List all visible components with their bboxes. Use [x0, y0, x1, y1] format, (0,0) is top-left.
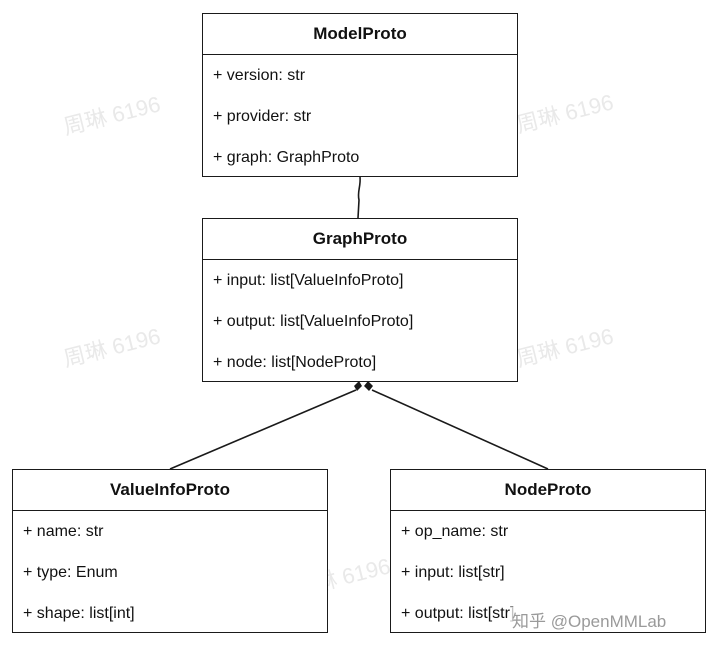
- class-name-nodeproto: NodeProto: [391, 470, 705, 511]
- attribute-input: + input: list[str]: [401, 564, 505, 581]
- attribute-output: + output: list[ValueInfoProto]: [213, 313, 414, 330]
- attribute-list-nodeproto: + op_name: str + input: list[str] + outp…: [391, 511, 705, 638]
- class-name-valueinfoproto: ValueInfoProto: [13, 470, 327, 511]
- class-box-valueinfoproto: ValueInfoProto + name: str + type: Enum …: [12, 469, 328, 633]
- source-credit: 知乎 @OpenMMLab: [510, 607, 669, 632]
- association-line-graph-model: [357, 176, 361, 219]
- attribute-list-valueinfoproto: + name: str + type: Enum + shape: list[i…: [13, 511, 327, 638]
- attribute-list-graphproto: + input: list[ValueInfoProto] + output: …: [203, 260, 517, 387]
- attribute-provider: + provider: str: [213, 108, 312, 125]
- attribute-output: + output: list[str]: [401, 605, 515, 622]
- class-box-nodeproto: NodeProto + op_name: str + input: list[s…: [390, 469, 706, 633]
- attribute-type: + type: Enum: [23, 564, 118, 581]
- class-name-modelproto: ModelProto: [203, 14, 517, 55]
- composition-line-valueinfo-graph: [169, 389, 357, 470]
- attribute-name: + name: str: [23, 523, 104, 540]
- attribute-input: + input: list[ValueInfoProto]: [213, 272, 404, 289]
- class-box-modelproto: ModelProto + version: str + provider: st…: [202, 13, 518, 177]
- composition-diamond-valueinfo: [354, 381, 362, 391]
- class-name-graphproto: GraphProto: [203, 219, 517, 260]
- attribute-version: + version: str: [213, 67, 306, 84]
- composition-line-node-graph: [371, 389, 549, 470]
- composition-diamond-node: [364, 381, 373, 391]
- class-box-graphproto: GraphProto + input: list[ValueInfoProto]…: [202, 218, 518, 382]
- attribute-list-modelproto: + version: str + provider: str + graph: …: [203, 55, 517, 182]
- attribute-op-name: + op_name: str: [401, 523, 509, 540]
- attribute-graph: + graph: GraphProto: [213, 149, 360, 166]
- attribute-node: + node: list[NodeProto]: [213, 354, 377, 371]
- attribute-shape: + shape: list[int]: [23, 605, 135, 622]
